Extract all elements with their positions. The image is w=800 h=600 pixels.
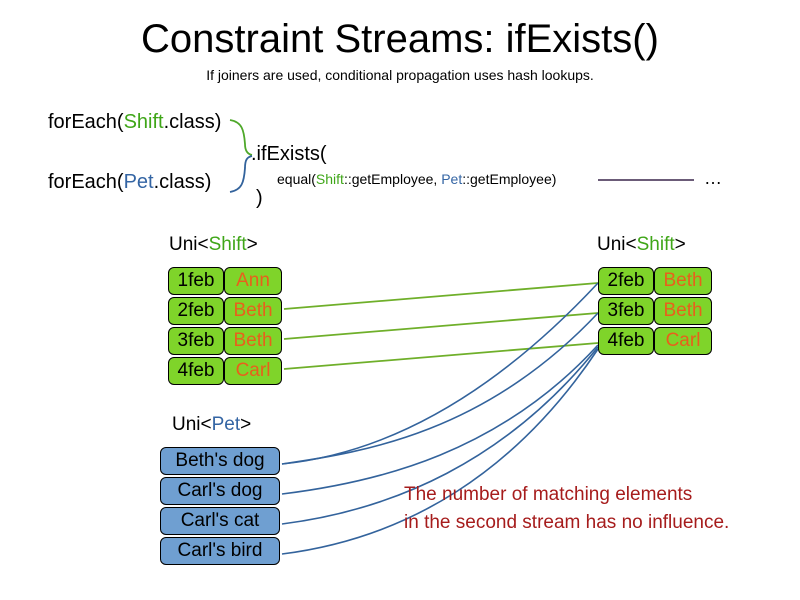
green-line-3feb xyxy=(283,312,599,340)
green-line-4feb xyxy=(283,342,599,370)
header-suffix: > xyxy=(674,234,686,255)
code-ifexists: .ifExists( xyxy=(251,143,327,165)
shift-name-cell: Beth xyxy=(224,327,282,355)
shift-name-cell: Beth xyxy=(224,297,282,325)
table-row: Carl's dog xyxy=(160,477,280,505)
code-close-paren: ) xyxy=(256,187,263,209)
shift-name-cell: Beth xyxy=(654,297,712,325)
code-equal-shift-class: Shift xyxy=(315,171,344,187)
annotation-note: The number of matching elements in the s… xyxy=(404,481,774,537)
header-type: Shift xyxy=(208,234,247,255)
shift-name-cell: Beth xyxy=(654,267,712,295)
table-row: Carl's cat xyxy=(160,507,280,535)
stream-header-pet: Uni<Pet> xyxy=(172,413,251,437)
green-line-2feb xyxy=(283,282,599,310)
code-equal-prefix: equal( xyxy=(277,171,316,187)
code-equal-pet-class: Pet xyxy=(441,171,463,187)
shift-date-cell: 3feb xyxy=(598,297,654,325)
code-pet-class: Pet xyxy=(123,171,154,193)
page-subtitle: If joiners are used, conditional propaga… xyxy=(206,67,594,83)
header-suffix: > xyxy=(240,414,252,435)
code-foreach-shift-suffix: .class) xyxy=(163,111,222,133)
header-type: Shift xyxy=(636,234,675,255)
code-equal-shift-method: ::getEmployee, xyxy=(343,171,442,187)
shift-name-cell: Carl xyxy=(654,327,712,355)
blue-line-bethsdog-2feb xyxy=(281,282,599,465)
shift-date-cell: 4feb xyxy=(168,357,224,385)
code-foreach-pet: forEach(Pet.class) xyxy=(48,170,211,194)
shift-date-cell: 3feb xyxy=(168,327,224,355)
header-prefix: Uni< xyxy=(169,234,209,255)
brace-upper-green xyxy=(229,119,253,156)
blue-line-carlsdog-4feb xyxy=(281,344,599,495)
pet-fact-table: Beth's dog Carl's dog Carl's cat Carl's … xyxy=(160,447,280,567)
annotation-line-2: in the second stream has no influence. xyxy=(404,512,730,533)
code-foreach-shift: forEach(Shift.class) xyxy=(48,110,221,134)
table-row: Beth's dog xyxy=(160,447,280,475)
header-suffix: > xyxy=(246,234,258,255)
shift-date-cell: 4feb xyxy=(598,327,654,355)
header-prefix: Uni< xyxy=(597,234,637,255)
shift-date-cell: 2feb xyxy=(598,267,654,295)
merge-brace-icon xyxy=(229,119,253,193)
page-title: Constraint Streams: ifExists() xyxy=(141,17,659,61)
code-shift-class: Shift xyxy=(123,111,164,133)
shift-date-cell: 1feb xyxy=(168,267,224,295)
annotation-line-1: The number of matching elements xyxy=(404,484,693,505)
code-equal-joiner: equal(Shift::getEmployee, Pet::getEmploy… xyxy=(277,170,556,188)
green-match-lines xyxy=(283,282,599,370)
header-prefix: Uni< xyxy=(172,414,212,435)
shift-name-cell: Carl xyxy=(224,357,282,385)
blue-line-bethsdog-3feb xyxy=(281,312,599,465)
shift-date-cell: 2feb xyxy=(168,297,224,325)
pet-cell: Carl's dog xyxy=(160,477,280,505)
pet-cell: Carl's cat xyxy=(160,507,280,535)
table-row: Carl's bird xyxy=(160,537,280,565)
pet-cell: Beth's dog xyxy=(160,447,280,475)
pet-cell: Carl's bird xyxy=(160,537,280,565)
equal-tail-line xyxy=(598,179,694,181)
code-foreach-shift-prefix: forEach( xyxy=(48,111,124,133)
code-foreach-pet-suffix: .class) xyxy=(153,171,212,193)
header-type: Pet xyxy=(211,414,241,435)
stream-header-shift-left: Uni<Shift> xyxy=(169,233,258,257)
code-foreach-pet-prefix: forEach( xyxy=(48,171,124,193)
shift-name-cell: Ann xyxy=(224,267,282,295)
equal-ellipsis: … xyxy=(704,168,722,188)
code-equal-pet-method: ::getEmployee) xyxy=(462,171,557,187)
stream-header-shift-right: Uni<Shift> xyxy=(597,233,686,257)
brace-lower-blue xyxy=(229,155,253,193)
